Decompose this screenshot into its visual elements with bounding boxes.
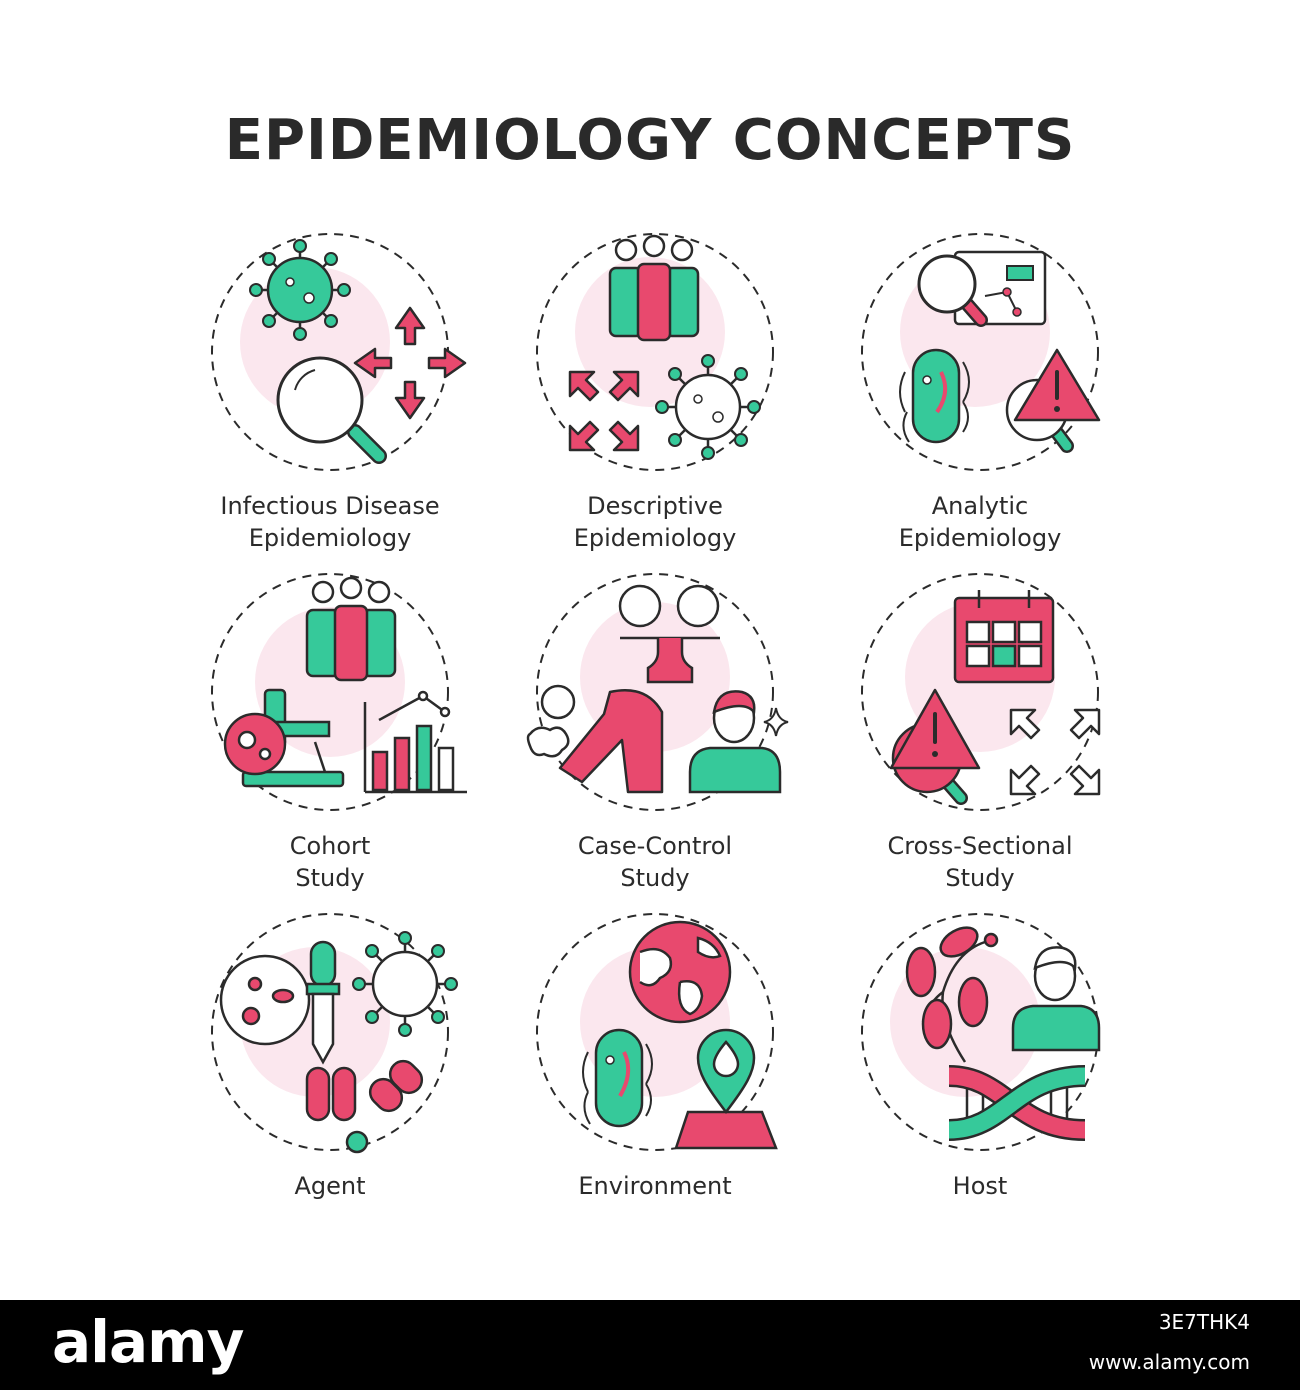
concept-label: Descriptive Epidemiology (573, 492, 737, 552)
dna-icon (948, 1065, 1086, 1141)
arrows-expand-icon (568, 370, 640, 452)
magnifier-icon (917, 254, 988, 327)
watermark-bar: alamy 3E7THK4 www.alamy.com (0, 1300, 1300, 1390)
infectious-disease-illustration (211, 233, 467, 471)
virus-icon (655, 354, 761, 460)
people-group-icon (608, 234, 700, 342)
virus-icon (352, 931, 458, 1037)
microscope-icon (223, 688, 345, 788)
arrows-expand-icon (1009, 708, 1101, 796)
concept-card-cohort-study: Cohort Study (180, 572, 480, 912)
concept-card-infectious-disease-epidemiology: Infectious Disease Epidemiology (180, 232, 480, 572)
concept-label: Analytic Epidemiology (898, 492, 1062, 552)
warning-icon (1005, 348, 1101, 453)
concept-card-analytic-epidemiology: Analytic Epidemiology (830, 232, 1130, 572)
case-control-study-illustration (526, 573, 789, 811)
bacteria-icon (582, 1028, 653, 1128)
petri-dish-icon (219, 954, 311, 1046)
location-pin-icon (674, 1028, 778, 1150)
concept-label: Environment (578, 1172, 732, 1200)
calendar-icon (953, 590, 1055, 684)
virus-icon (249, 239, 351, 341)
concept-label: Cohort Study (289, 832, 371, 892)
environment-illustration (536, 913, 778, 1151)
warning-icon (889, 688, 981, 805)
descriptive-epidemiology-illustration (536, 233, 774, 471)
concept-label: Infectious Disease Epidemiology (220, 492, 440, 552)
scales-icon (618, 584, 720, 684)
sick-person-icon (526, 684, 664, 794)
site-url: www.alamy.com (1088, 1350, 1250, 1374)
agent-illustration (211, 913, 458, 1154)
concept-card-environment: Environment (505, 912, 805, 1252)
bar-chart-icon (363, 690, 467, 794)
branch-icon (905, 926, 999, 1063)
concept-card-agent: Agent (180, 912, 480, 1252)
sparkle-icon (763, 707, 789, 737)
concept-card-case-control-study: Case-Control Study (505, 572, 805, 912)
page-title: EPIDEMIOLOGY CONCEPTS (224, 108, 1076, 173)
concept-card-host: Host (830, 912, 1130, 1252)
brand-logo: alamy (52, 1308, 244, 1376)
pipette-icon (305, 940, 341, 1065)
globe-icon (628, 920, 732, 1024)
bacteria-icon (899, 348, 970, 444)
pills-icon (305, 1059, 424, 1154)
concept-label: Host (952, 1172, 1008, 1200)
person-icon (1011, 946, 1101, 1052)
magnifier-icon (276, 356, 387, 464)
stock-image-id: 3E7THK4 (1158, 1310, 1250, 1334)
concept-card-cross-sectional-study: Cross-Sectional Study (830, 572, 1130, 912)
arrows-four-way-icon (353, 306, 467, 420)
concept-card-descriptive-epidemiology: Descriptive Epidemiology (505, 232, 805, 572)
person-icon (688, 690, 782, 794)
people-group-icon (305, 576, 397, 682)
analytic-epidemiology-illustration (861, 233, 1101, 471)
concept-label: Cross-Sectional Study (887, 832, 1073, 892)
host-illustration (861, 913, 1101, 1151)
cross-sectional-study-illustration (861, 573, 1101, 811)
concept-label: Case-Control Study (577, 832, 733, 892)
concept-label: Agent (294, 1172, 366, 1200)
cohort-study-illustration (211, 573, 467, 811)
